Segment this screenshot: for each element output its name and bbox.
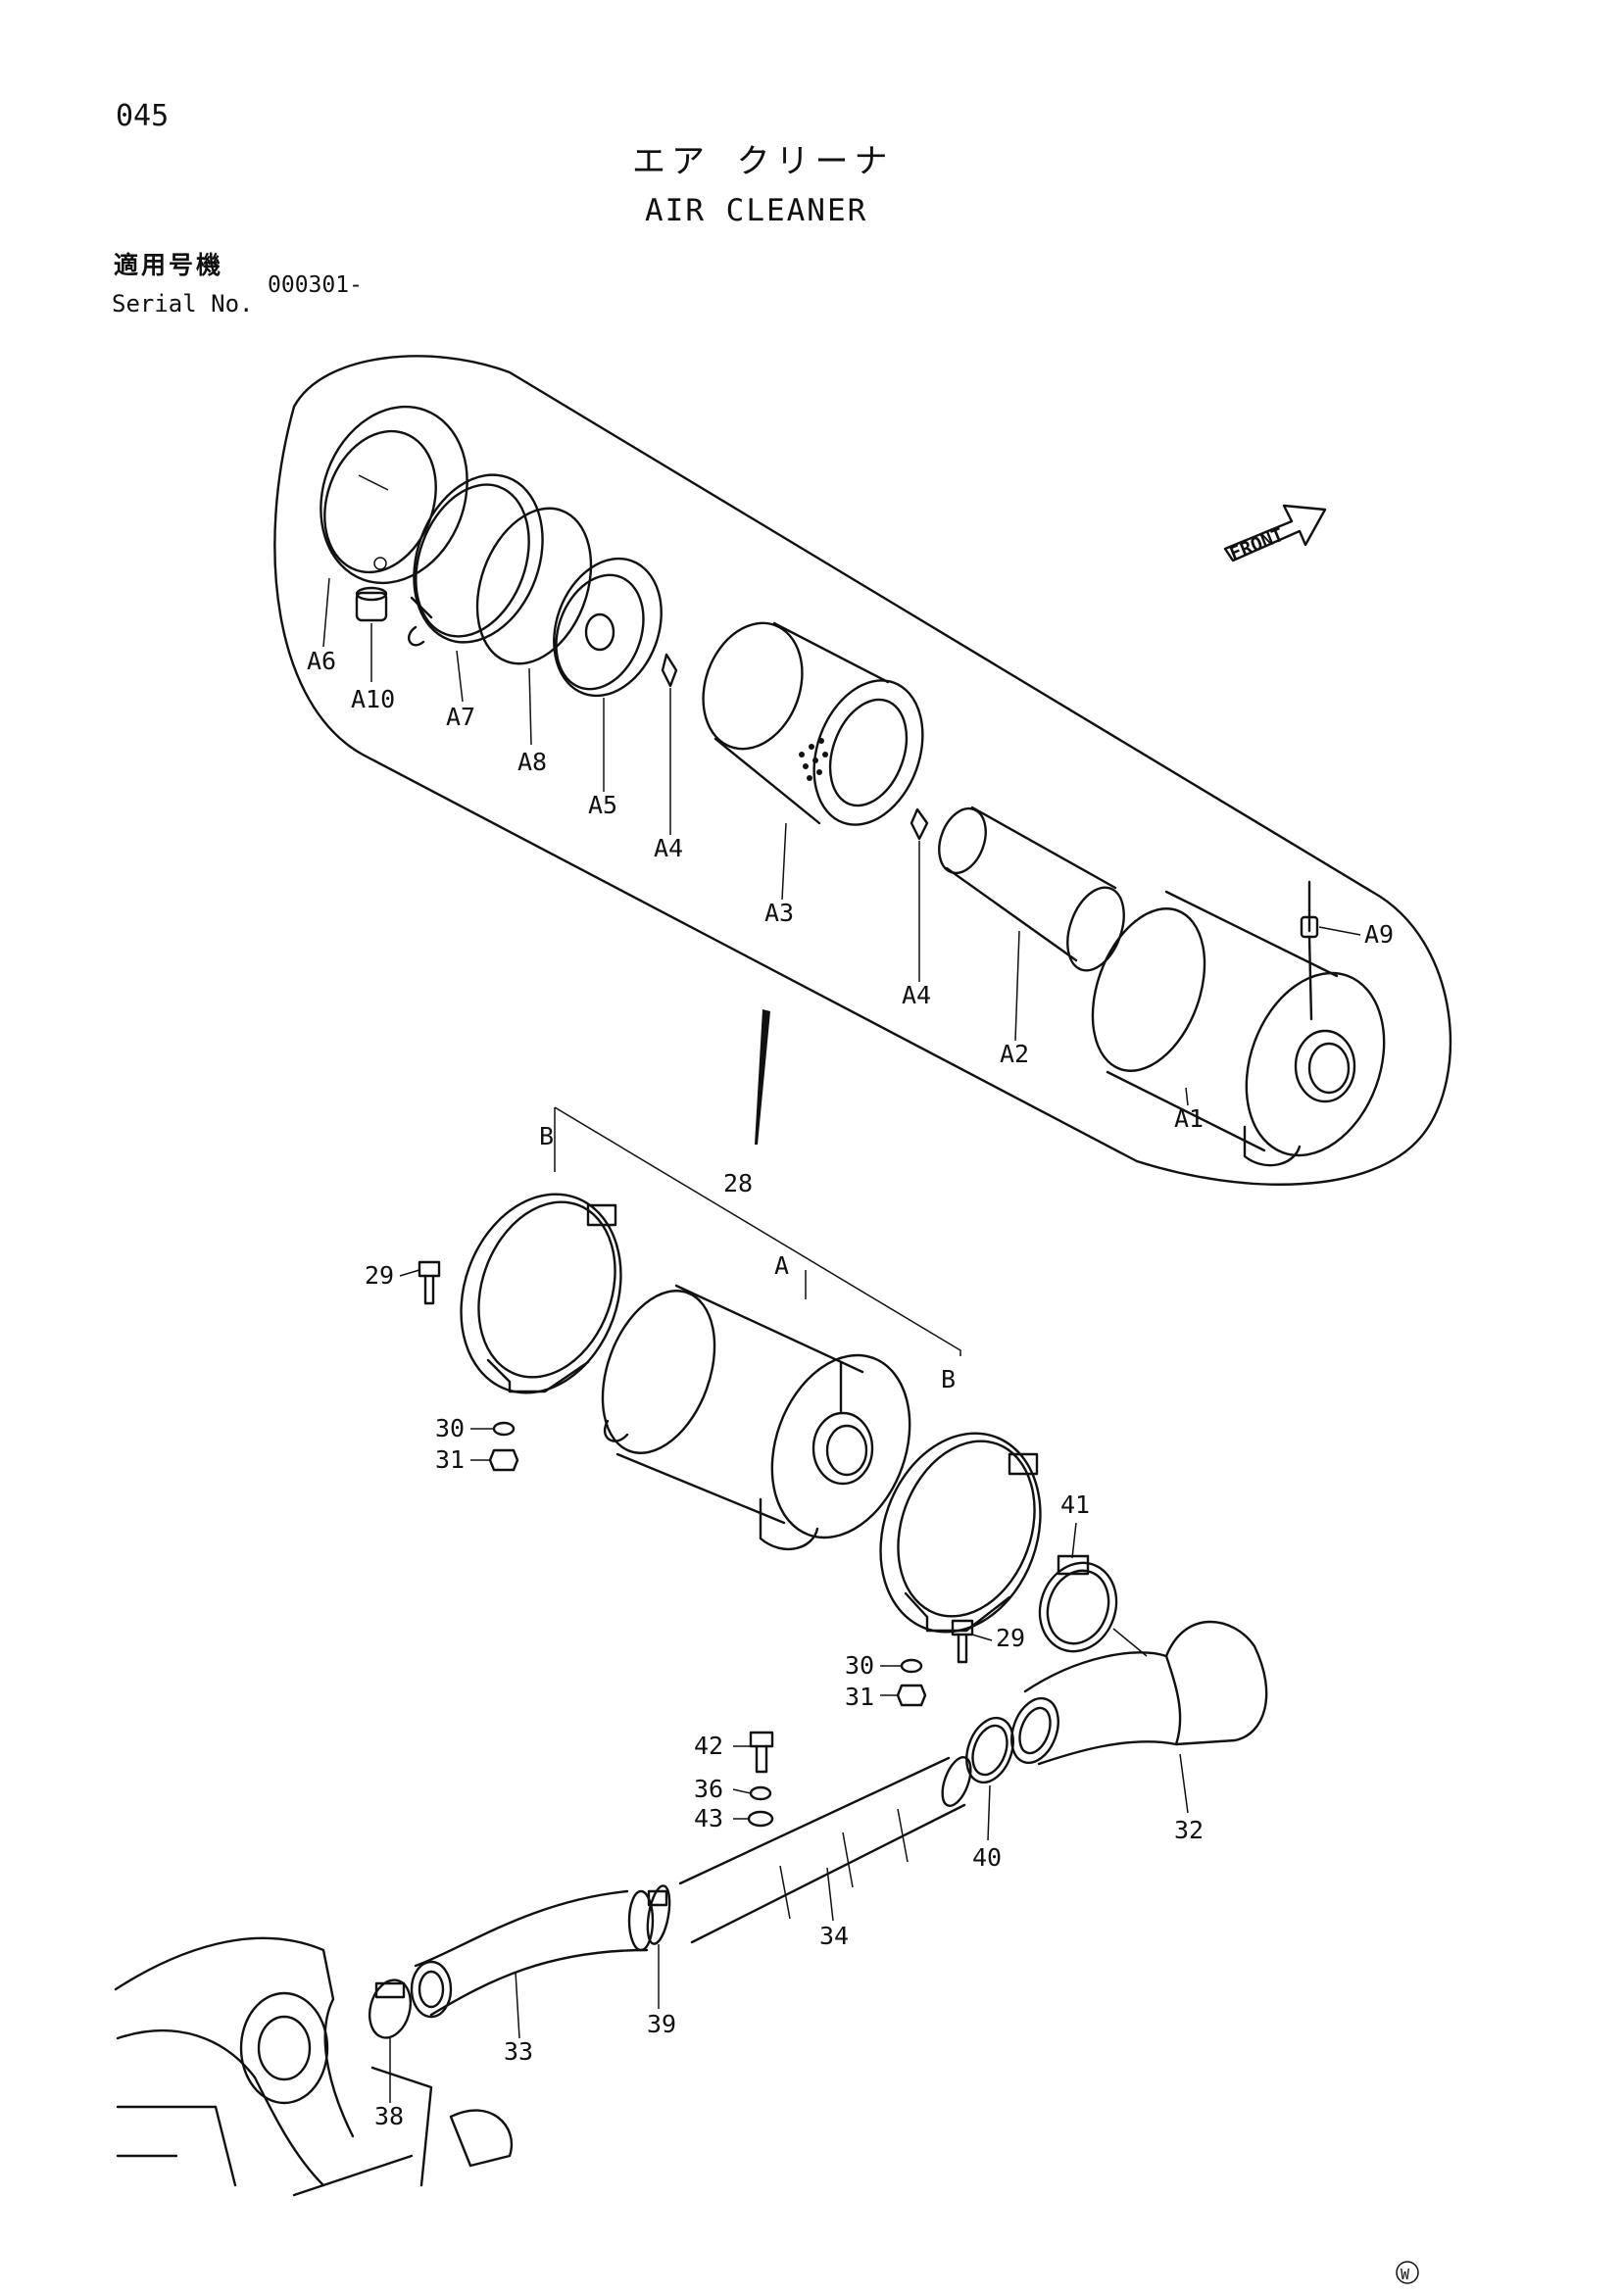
- part-33-hose: [410, 1889, 655, 2019]
- part-31-nut-left: [488, 1448, 519, 1472]
- part-a-air-cleaner-assembly: [601, 1284, 911, 1551]
- part-a1-housing: [1091, 890, 1386, 1167]
- callout-a8: A8: [517, 748, 547, 776]
- part-28-bracket: [554, 1106, 961, 1356]
- part-40-clamp: [965, 1716, 1014, 1784]
- callout-a6: A6: [307, 647, 336, 675]
- callout-a: A: [774, 1251, 789, 1280]
- part-b-mounting-band-right: [879, 1432, 1042, 1634]
- part-41-clamp: [1038, 1554, 1118, 1653]
- part-a5-cover: [553, 557, 663, 698]
- callout-38: 38: [374, 2102, 404, 2130]
- part-30-washer-right: [900, 1658, 923, 1674]
- callout-39: 39: [647, 2010, 676, 2038]
- callout-a2: A2: [1000, 1040, 1029, 1068]
- part-30-washer-left: [492, 1421, 516, 1437]
- callout-b-right: B: [941, 1365, 956, 1393]
- callout-33: 33: [504, 2037, 533, 2066]
- footer-circle-mark: W: [1396, 2261, 1419, 2284]
- callout-30-left: 30: [435, 1414, 465, 1442]
- callout-a10: A10: [351, 685, 395, 713]
- callout-b-left: B: [539, 1122, 554, 1150]
- callout-41: 41: [1060, 1490, 1090, 1519]
- serial-number-range: 000301-: [268, 272, 363, 298]
- footer-mark-letter: W: [1401, 2266, 1410, 2283]
- page-title: AIR CLEANER: [645, 193, 868, 228]
- part-a6-cover: [320, 405, 468, 585]
- part-38-clamp: [368, 1978, 413, 2039]
- exploded-view-leader: [755, 1009, 770, 1145]
- callout-a9: A9: [1364, 920, 1394, 949]
- leader-lines: [322, 577, 1361, 2103]
- part-a9-indicator: [1300, 880, 1319, 1021]
- callout-40: 40: [972, 1843, 1002, 1872]
- part-43-washer: [747, 1810, 774, 1828]
- part-b-mounting-band-left: [460, 1193, 622, 1394]
- callout-a7: A7: [446, 703, 475, 731]
- serial-label-japanese: 適用号機: [114, 251, 224, 279]
- part-29-bolt-left: [418, 1260, 441, 1305]
- serial-label: Serial No.: [112, 290, 254, 318]
- callout-29-right: 29: [996, 1624, 1025, 1652]
- callout-a4-upper: A4: [654, 834, 683, 862]
- part-a3-outer-element: [702, 621, 924, 826]
- callout-31-left: 31: [435, 1445, 465, 1474]
- engine-outline: [114, 1936, 513, 2197]
- part-39-clamp: [646, 1884, 671, 1945]
- page-title-japanese: エア クリーナ: [632, 142, 894, 181]
- callout-29-left: 29: [365, 1261, 394, 1290]
- front-label: FRONT: [1227, 524, 1287, 565]
- part-31-nut-right: [896, 1684, 927, 1707]
- callout-42: 42: [694, 1732, 723, 1760]
- page-number: 045: [116, 99, 170, 133]
- part-a10-valve: [355, 586, 388, 622]
- callout-30-right: 30: [845, 1651, 874, 1680]
- callout-a4-lower: A4: [902, 981, 931, 1009]
- part-a4-wing-nut-upper: [661, 653, 678, 688]
- part-callouts: A6 A10 A7 A8 A5 A4 A3 A4 A2 A1 A9 B 28 A…: [307, 647, 1394, 2130]
- part-42-bolt: [749, 1731, 774, 1774]
- part-a8-seal: [475, 507, 593, 665]
- part-34-pipe: [678, 1756, 972, 1944]
- part-a4-wing-nut-lower: [910, 807, 929, 841]
- callout-a5: A5: [588, 791, 617, 819]
- callout-28: 28: [723, 1169, 753, 1197]
- front-direction-arrow: FRONT: [1223, 504, 1327, 565]
- callout-31-right: 31: [845, 1683, 874, 1711]
- callout-34: 34: [819, 1922, 849, 1950]
- callout-a1: A1: [1174, 1104, 1204, 1133]
- callout-36: 36: [694, 1775, 723, 1803]
- callout-32: 32: [1174, 1816, 1204, 1844]
- part-32-elbow-hose: [1010, 1620, 1268, 1766]
- callout-a3: A3: [764, 899, 794, 927]
- part-a7-band: [408, 473, 544, 647]
- part-29-bolt-right: [951, 1619, 974, 1664]
- part-a2-inner-element: [938, 806, 1125, 972]
- part-36-washer: [749, 1785, 772, 1801]
- exploded-view-outline: [273, 355, 1452, 1186]
- callout-43: 43: [694, 1804, 723, 1832]
